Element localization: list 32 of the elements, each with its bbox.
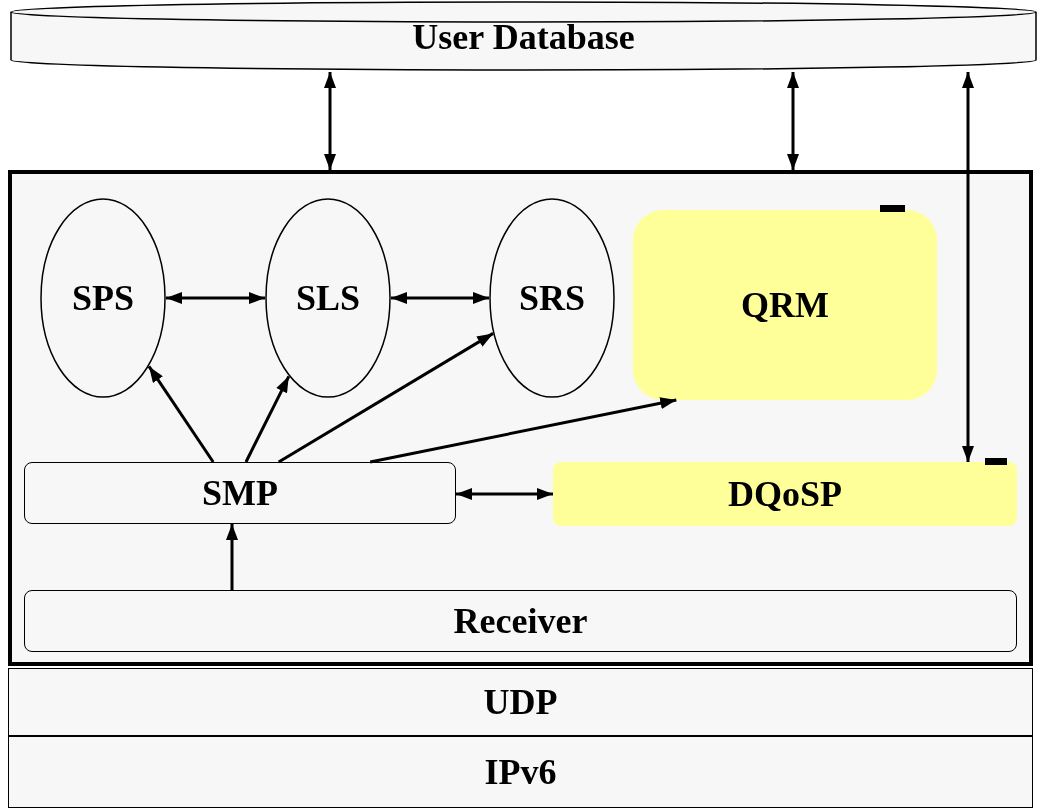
- process-ellipse: [265, 198, 391, 398]
- node-label: QRM: [741, 284, 829, 326]
- process-box: [633, 210, 937, 400]
- arrow: [369, 397, 677, 464]
- arrow: [391, 292, 489, 304]
- node-label: SRS: [518, 277, 585, 319]
- node-label: Receiver: [453, 600, 588, 642]
- process-box: [24, 590, 1017, 652]
- process-box: [8, 736, 1033, 808]
- process-ellipse: [40, 198, 166, 398]
- node-label: SPS: [71, 277, 134, 319]
- node-label: DQoSP: [728, 473, 842, 515]
- arrow: [456, 488, 553, 500]
- node-label: IPv6: [484, 751, 557, 793]
- process-ellipse: [489, 198, 615, 398]
- arrow: [962, 72, 974, 462]
- process-box: [24, 462, 456, 524]
- arrow: [244, 375, 291, 463]
- node-label: SMP: [202, 472, 278, 514]
- arrow: [166, 292, 265, 304]
- arrow: [147, 365, 215, 463]
- node-label: SLS: [295, 277, 361, 319]
- arrow: [787, 72, 799, 170]
- process-box: [553, 462, 1017, 526]
- arrow: [226, 524, 238, 590]
- container-box: [8, 170, 1033, 666]
- arrow: [324, 72, 336, 170]
- node-label: User Database: [412, 16, 635, 58]
- database-band: [10, 2, 1037, 72]
- arrow: [277, 332, 494, 464]
- node-label: UDP: [483, 681, 558, 723]
- process-box: [8, 668, 1033, 736]
